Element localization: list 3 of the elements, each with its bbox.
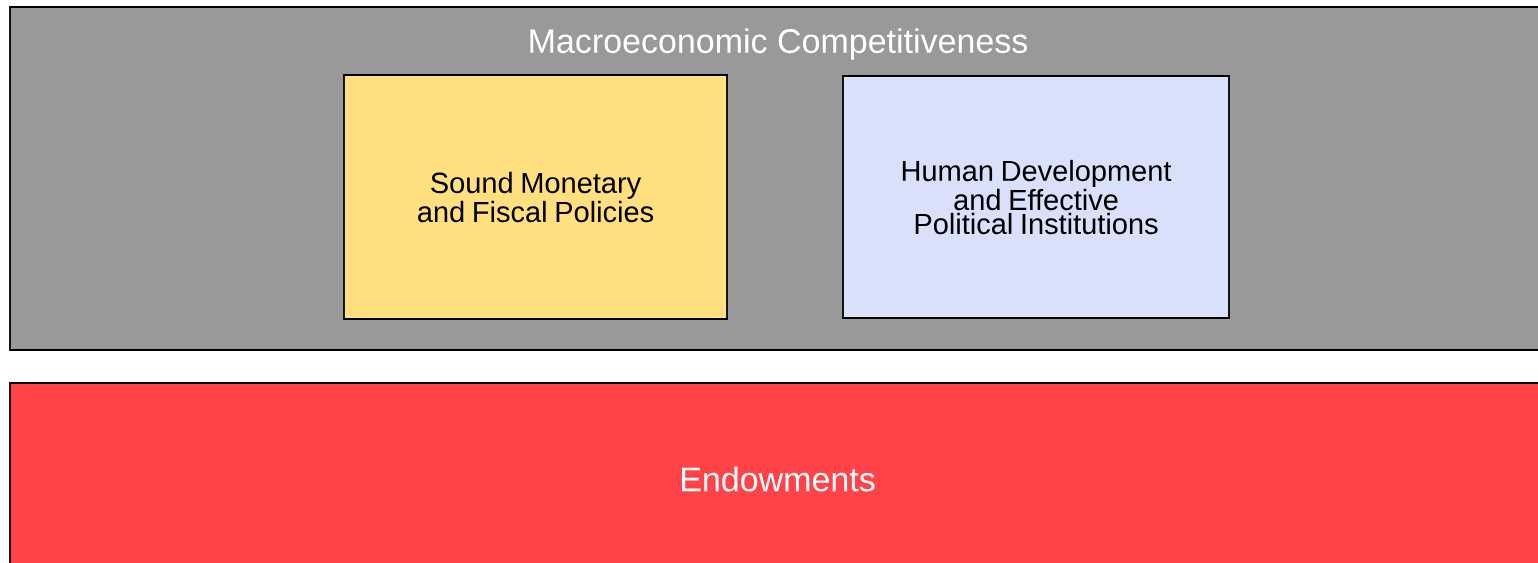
policy-box: Human Development and Effective Political Institutions <box>842 75 1230 319</box>
band-panel: Endowments <box>9 382 1538 563</box>
policy-box: Sound Monetary and Fiscal Policies <box>343 74 728 320</box>
